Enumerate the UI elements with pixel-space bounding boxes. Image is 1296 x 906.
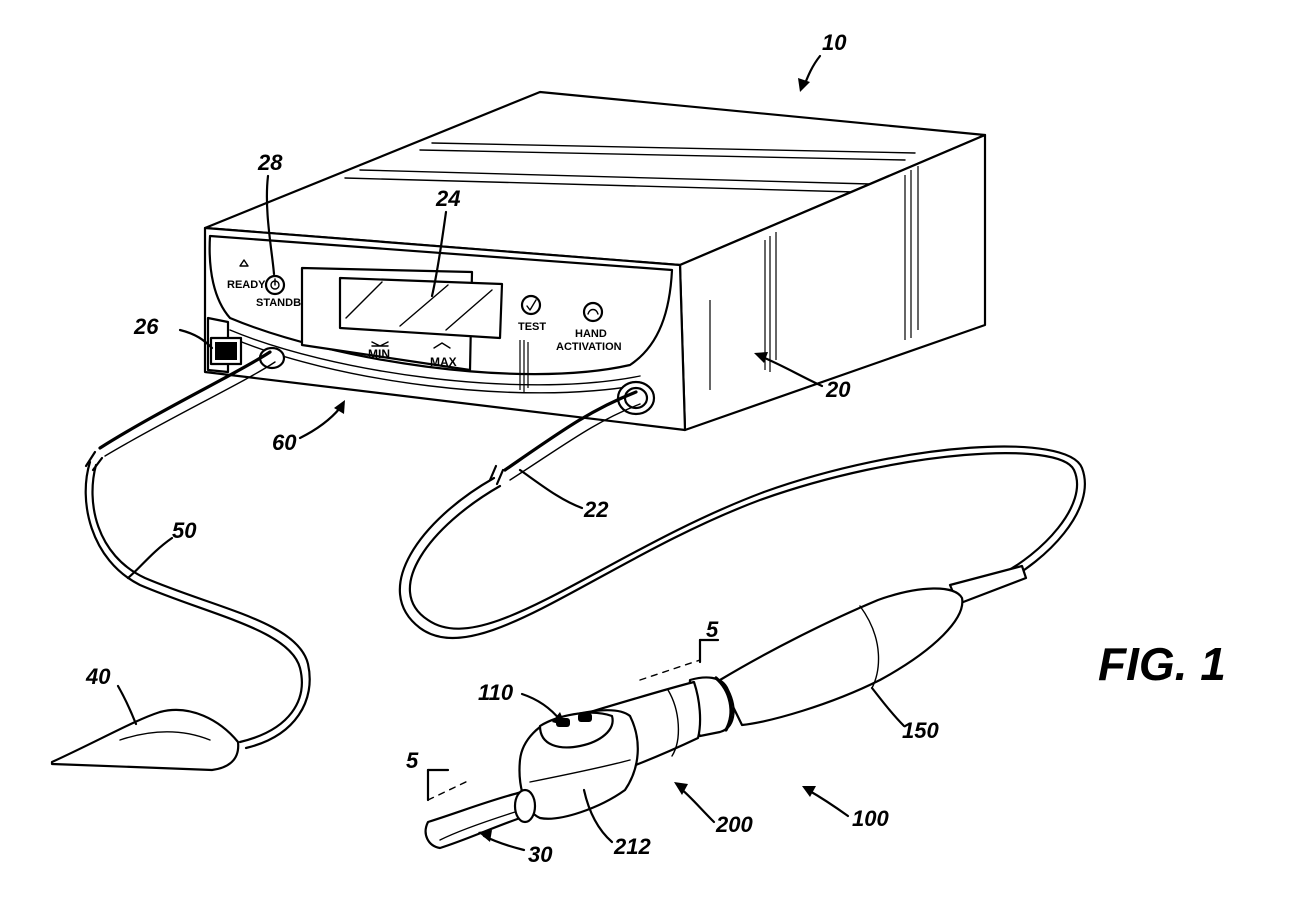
max-label: MAX bbox=[430, 355, 457, 369]
handpiece-cable bbox=[400, 392, 1085, 638]
test-button[interactable] bbox=[522, 296, 540, 314]
ref-110: 110 bbox=[478, 680, 514, 705]
switch-button-2 bbox=[578, 713, 592, 722]
cable-50-upper bbox=[100, 352, 270, 448]
pad-connector-socket bbox=[215, 342, 237, 360]
ref-24: 24 bbox=[435, 186, 460, 211]
arrowhead-10 bbox=[798, 78, 810, 92]
arrowhead-30 bbox=[478, 830, 492, 842]
ref-30: 30 bbox=[528, 842, 553, 867]
ready-label: READY bbox=[227, 279, 266, 291]
cable-22-loop-edge bbox=[410, 446, 1085, 628]
leader-100 bbox=[808, 790, 848, 816]
generator-console: READY STANDBY MIN MAX TEST HAND ACTIVATI… bbox=[205, 92, 985, 430]
leader-200 bbox=[680, 788, 714, 822]
leader-40 bbox=[118, 686, 136, 724]
cable-22-break-mark bbox=[490, 466, 503, 484]
ref-150: 150 bbox=[902, 718, 939, 743]
hand-label-line1: HAND bbox=[575, 328, 607, 340]
cable-50-lower-edge bbox=[93, 465, 310, 748]
leader-50 bbox=[128, 538, 172, 578]
ref-10: 10 bbox=[822, 30, 847, 55]
ref-100: 100 bbox=[852, 806, 889, 831]
ref-20: 20 bbox=[825, 377, 851, 402]
arrowhead-100 bbox=[802, 786, 816, 797]
ref-40: 40 bbox=[85, 664, 111, 689]
ref-28: 28 bbox=[257, 150, 283, 175]
left-cable-port bbox=[260, 348, 284, 368]
ref-5-right: 5 bbox=[706, 617, 719, 642]
leader-22 bbox=[520, 470, 582, 508]
ref-212: 212 bbox=[613, 834, 651, 859]
leader-150 bbox=[872, 688, 904, 726]
ref-200: 200 bbox=[715, 812, 753, 837]
test-label: TEST bbox=[518, 321, 546, 333]
figure-label: FIG. 1 bbox=[1098, 638, 1226, 690]
blade-hub bbox=[515, 790, 535, 822]
leader-110 bbox=[522, 694, 560, 720]
hand-label-line2: ACTIVATION bbox=[556, 341, 622, 353]
min-label: MIN bbox=[368, 347, 390, 361]
ref-22: 22 bbox=[583, 497, 609, 522]
handpiece bbox=[426, 566, 1026, 848]
hand-activation-button[interactable] bbox=[584, 303, 602, 321]
cable-50-lower bbox=[86, 462, 302, 742]
pad-cable bbox=[52, 352, 310, 770]
section-line-right bbox=[640, 660, 700, 680]
ref-5-left: 5 bbox=[406, 748, 419, 773]
cable-22-loop bbox=[400, 453, 1077, 638]
leader-60 bbox=[300, 408, 340, 438]
ref-26: 26 bbox=[133, 314, 159, 339]
section-line-left bbox=[428, 780, 470, 800]
ref-50: 50 bbox=[172, 518, 197, 543]
ref-60: 60 bbox=[272, 430, 297, 455]
handle-body bbox=[720, 588, 962, 725]
